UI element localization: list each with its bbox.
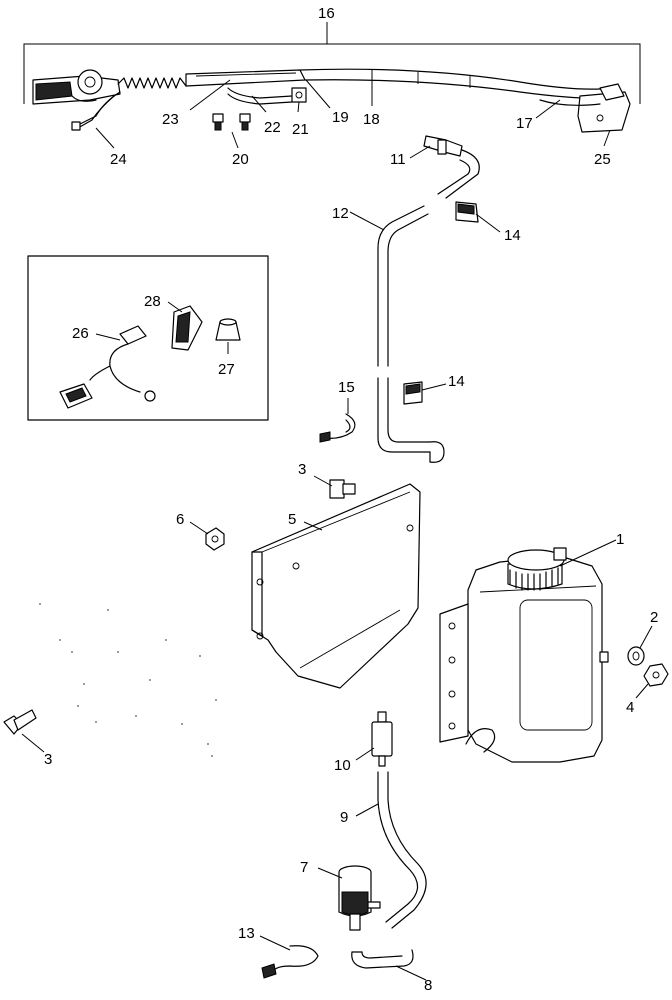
callout-26: 26 bbox=[72, 325, 89, 342]
mounting-bracket: 5 bbox=[251, 483, 421, 689]
callout-23: 23 bbox=[162, 111, 179, 128]
callout-15: 15 bbox=[338, 379, 355, 396]
callout-24: 24 bbox=[110, 151, 127, 168]
callout-25: 25 bbox=[594, 151, 611, 168]
callout-1: 1 bbox=[616, 531, 624, 548]
washer-reservoir: 1 bbox=[439, 531, 624, 763]
callout-21: 21 bbox=[292, 121, 309, 138]
callout-3-lower: 3 bbox=[44, 751, 52, 768]
fasteners-right: 2 4 bbox=[626, 609, 669, 716]
callout-18: 18 bbox=[363, 111, 380, 128]
callout-27: 27 bbox=[218, 361, 235, 378]
scan-noise bbox=[39, 603, 217, 757]
callout-12: 12 bbox=[332, 205, 349, 222]
hose-assembly-upper: 11 12 14 14 15 bbox=[319, 135, 521, 463]
inset-wiring-kit: 26 28 27 bbox=[27, 255, 269, 421]
callout-7: 7 bbox=[300, 859, 308, 876]
callout-13: 13 bbox=[238, 925, 255, 942]
callout-8: 8 bbox=[424, 977, 432, 994]
callout-28: 28 bbox=[144, 293, 161, 310]
clip-20-a bbox=[212, 113, 224, 131]
clip-20-b bbox=[239, 113, 251, 131]
callout-20: 20 bbox=[232, 151, 249, 168]
callout-4: 4 bbox=[626, 699, 634, 716]
callout-14-upper: 14 bbox=[504, 227, 521, 244]
fasteners-middle: 3 6 bbox=[176, 461, 356, 551]
callout-6: 6 bbox=[176, 511, 184, 528]
callout-5: 5 bbox=[288, 511, 296, 528]
bolt-lower: 3 bbox=[3, 709, 52, 768]
callout-19: 19 bbox=[332, 109, 349, 126]
wiper-arm-assembly: 16 23 22 21 19 18 17 25 24 20 bbox=[23, 5, 641, 168]
callout-14-lower: 14 bbox=[448, 373, 465, 390]
callout-2: 2 bbox=[650, 609, 658, 626]
hose-assembly-lower: 10 9 7 8 13 bbox=[238, 711, 432, 994]
callout-11: 11 bbox=[390, 151, 406, 168]
callout-16: 16 bbox=[318, 5, 335, 22]
callout-17: 17 bbox=[516, 115, 533, 132]
callout-3-upper: 3 bbox=[298, 461, 306, 478]
callout-9: 9 bbox=[340, 809, 348, 826]
callout-10: 10 bbox=[334, 757, 351, 774]
callout-22: 22 bbox=[264, 119, 281, 136]
